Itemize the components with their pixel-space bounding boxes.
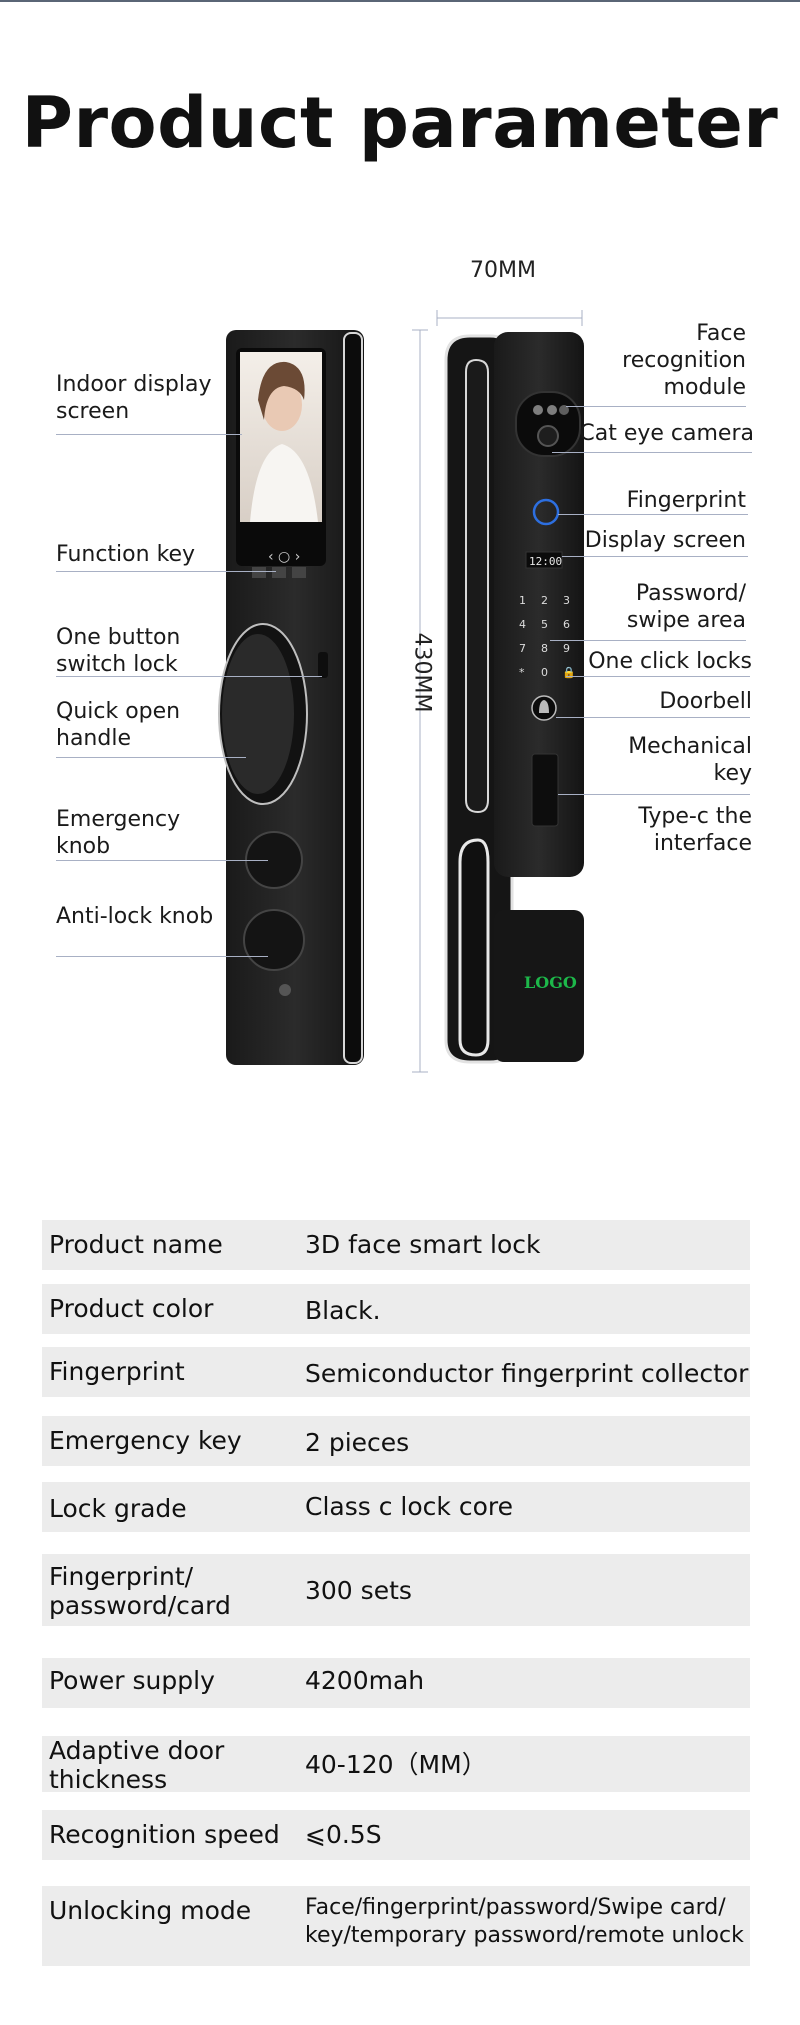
spec-row-product-color: Product color Black.: [42, 1284, 750, 1334]
leader-line: [556, 717, 750, 718]
spec-value: 300 sets: [305, 1576, 412, 1605]
svg-text:7: 7: [519, 642, 526, 655]
svg-text:4: 4: [519, 618, 526, 631]
indoor-lock: ‹ ○ ›: [218, 330, 364, 1065]
width-dimension: 70MM: [470, 258, 536, 283]
spec-key: Adaptive door thickness: [49, 1736, 225, 1794]
svg-text:3: 3: [563, 594, 570, 607]
spec-value: ⩽0.5S: [305, 1820, 382, 1849]
label-display-screen: Display screen: [584, 528, 746, 553]
leader-line: [566, 406, 746, 407]
spec-key: Fingerprint/ password/card: [49, 1562, 231, 1620]
spec-row-recognition-speed: Recognition speed ⩽0.5S: [42, 1810, 750, 1860]
spec-row-lock-grade: Lock grade Class c lock core: [42, 1482, 750, 1532]
spec-row-fingerprint: Fingerprint Semiconductor fingerprint co…: [42, 1347, 750, 1397]
spec-key: Recognition speed: [49, 1820, 280, 1849]
svg-text:*: *: [519, 666, 525, 679]
label-one-click-locks: One click locks: [588, 649, 752, 674]
spec-key: Power supply: [49, 1666, 215, 1695]
label-password-swipe-area: Password/ swipe area: [626, 581, 746, 633]
leader-line: [56, 860, 268, 861]
logo-mark: LOGO: [524, 973, 577, 992]
spec-value: Semiconductor fingerprint collector: [305, 1359, 749, 1388]
svg-text:2: 2: [541, 594, 548, 607]
leader-line: [566, 676, 750, 677]
spec-row-power-supply: Power supply 4200mah: [42, 1658, 750, 1708]
spec-row-emergency-key: Emergency key 2 pieces: [42, 1416, 750, 1466]
label-one-button-switch-lock: One button switch lock: [56, 625, 181, 677]
spec-key: Emergency key: [49, 1426, 242, 1455]
spec-row-unlocking-mode: Unlocking mode Face/fingerprint/password…: [42, 1886, 750, 1966]
lock-illustration: ‹ ○ › 12:00: [218, 310, 584, 1073]
spec-row-capacity: Fingerprint/ password/card 300 sets: [42, 1554, 750, 1626]
svg-text:9: 9: [563, 642, 570, 655]
spec-key: Lock grade: [49, 1494, 187, 1523]
leader-line: [550, 640, 746, 641]
spec-value: Class c lock core: [305, 1492, 513, 1521]
spec-key: Unlocking mode: [49, 1896, 252, 1925]
spec-key: Product name: [49, 1230, 223, 1259]
label-function-key: Function key: [56, 542, 196, 567]
spec-value: 3D face smart lock: [305, 1230, 541, 1259]
svg-text:0: 0: [541, 666, 548, 679]
svg-text:5: 5: [541, 618, 548, 631]
page-title: Product parameter: [21, 82, 779, 164]
top-border: [0, 0, 800, 2]
label-mechanical-key: Mechanical key: [628, 734, 752, 786]
spec-value: Black.: [305, 1296, 381, 1325]
svg-text:🔒: 🔒: [562, 666, 576, 679]
spec-value: Face/fingerprint/password/Swipe card/ ke…: [305, 1895, 744, 1948]
leader-line: [56, 676, 322, 677]
leader-line: [56, 571, 276, 572]
spec-row-product-name: Product name 3D face smart lock: [42, 1220, 750, 1270]
spec-key: Product color: [49, 1294, 214, 1323]
dimension-lines: [412, 310, 583, 1073]
label-quick-open-handle: Quick open handle: [56, 699, 181, 751]
svg-text:1: 1: [519, 594, 526, 607]
label-fingerprint: Fingerprint: [626, 488, 746, 513]
spec-value: 40-120（MM）: [305, 1750, 487, 1779]
spec-row-door-thickness: Adaptive door thickness 40-120（MM）: [42, 1736, 750, 1794]
leader-line: [562, 556, 748, 557]
leader-line: [558, 514, 748, 515]
product-diagram: ‹ ○ › 12:00: [56, 258, 754, 1073]
leader-line: [552, 452, 752, 453]
label-anti-lock-knob: Anti-lock knob: [56, 904, 214, 929]
label-type-c-interface: Type-c the interface: [638, 804, 752, 856]
height-dimension: 430MM: [409, 632, 435, 713]
leader-line: [56, 956, 268, 957]
spec-key: Fingerprint: [49, 1357, 185, 1386]
spec-value: 2 pieces: [305, 1428, 410, 1457]
leader-line: [56, 434, 242, 435]
label-face-recognition-module: Face recognition module: [622, 321, 746, 400]
display-screen-photo: [240, 352, 322, 522]
svg-text:8: 8: [541, 642, 548, 655]
label-indoor-display-screen: Indoor display screen: [56, 372, 212, 424]
label-emergency-knob: Emergency knob: [56, 807, 181, 859]
keypad: 1 2 3 4 5 6 7 8 9 * 0 🔒: [519, 594, 576, 679]
outdoor-lock: 12:00 1 2 3 4 5 6 7 8 9 * 0 🔒 LOGO: [444, 332, 584, 1064]
label-cat-eye-camera: Cat eye camera: [579, 421, 754, 446]
outdoor-screen-time: 12:00: [529, 555, 562, 568]
label-doorbell: Doorbell: [659, 689, 752, 714]
leader-line: [558, 794, 750, 795]
leader-line: [56, 757, 246, 758]
spec-value: 4200mah: [305, 1666, 425, 1695]
function-keys-glyph: ‹ ○ ›: [268, 549, 300, 565]
svg-text:6: 6: [563, 618, 570, 631]
